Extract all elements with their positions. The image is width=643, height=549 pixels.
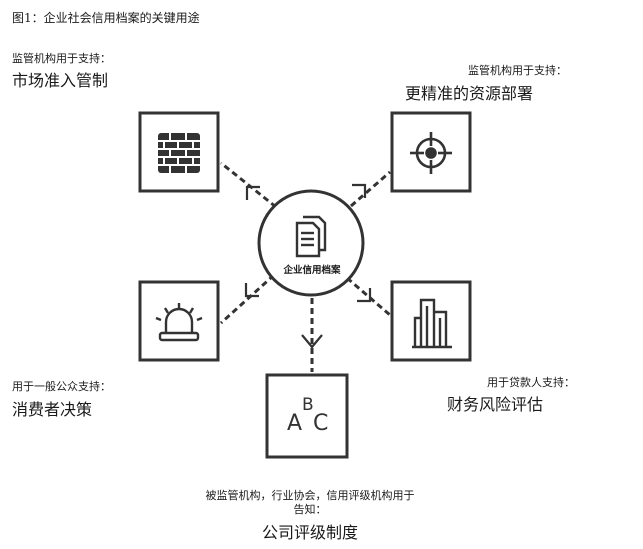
- right-caption: 用于贷款人支持：: [487, 376, 575, 389]
- box-consumer-decision: [138, 280, 220, 362]
- connector-left: [219, 273, 276, 325]
- top-right-label: 更精准的资源部署: [405, 84, 534, 103]
- connector-top-left: [220, 161, 277, 209]
- brick-wall-icon: [158, 133, 200, 173]
- box-company-rating: [265, 373, 349, 459]
- top-right-caption: 监管机构用于支持：: [468, 64, 567, 77]
- arrowhead-top-left: [245, 185, 260, 200]
- arrowhead-right: [357, 288, 372, 303]
- bottom-label: 公司评级制度: [261, 523, 358, 542]
- figure-title: 图1：企业社会信用档案的关键用途: [12, 11, 200, 25]
- connector-top-right: [350, 170, 391, 208]
- box-financial-risk: [390, 280, 472, 362]
- documents-icon: [295, 215, 327, 258]
- abc-letter-c: C: [313, 411, 328, 436]
- right-label: 财务风险评估: [447, 395, 544, 414]
- bottom-caption-line2: 告知：: [293, 503, 327, 516]
- arrowhead-top-right: [352, 183, 367, 198]
- abc-letter-b: B: [302, 395, 314, 415]
- left-caption: 用于一般公众支持：: [12, 380, 111, 393]
- crosshair-target-icon: [410, 132, 452, 174]
- connector-right: [346, 276, 391, 317]
- left-label: 消费者决策: [12, 400, 93, 419]
- arrowhead-left: [244, 283, 259, 298]
- abc-rating-icon: A B C: [287, 395, 328, 436]
- top-left-caption: 监管机构用于支持：: [12, 52, 111, 65]
- alarm-siren-icon: [155, 303, 203, 342]
- building-bars-icon: [412, 298, 452, 349]
- top-left-label: 市场准入管制: [12, 71, 109, 90]
- center-label: 企业信用档案: [283, 265, 341, 276]
- box-market-access: [138, 111, 220, 193]
- bottom-caption-line1: 被监管机构，行业协会，信用评级机构用于: [205, 489, 415, 502]
- abc-letter-a: A: [287, 411, 302, 436]
- arrowhead-bottom: [301, 334, 323, 349]
